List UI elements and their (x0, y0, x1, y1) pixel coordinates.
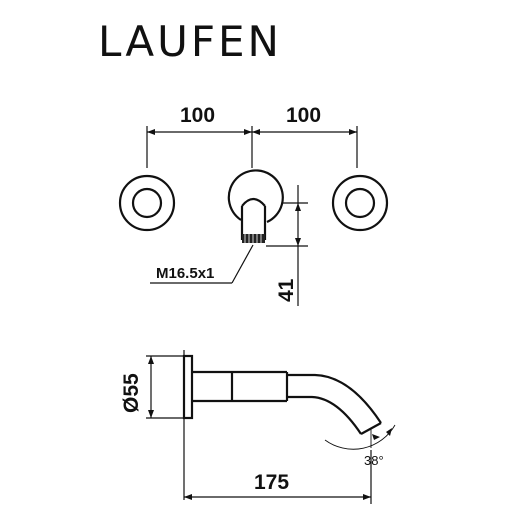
aerator (242, 234, 265, 243)
spacing-right-label: 100 (286, 104, 321, 127)
left-rosette (118, 174, 176, 232)
top-view: 100 100 (118, 104, 389, 306)
rosette-plate (182, 354, 194, 420)
thread-label: M16.5x1 (156, 265, 214, 282)
rosette-diameter-label: Ø55 (120, 373, 143, 413)
side-view: Ø55 38° 175 (120, 350, 396, 504)
spacing-left-label: 100 (180, 104, 215, 127)
angle-indicator: 38° (324, 424, 396, 468)
spout-rosette (227, 169, 284, 243)
right-rosette (331, 174, 389, 232)
outlet-drop-label: 41 (275, 278, 298, 302)
brand-logo: LAUFEN (98, 17, 282, 66)
angle-label: 38° (364, 453, 384, 468)
spout-profile (192, 370, 382, 435)
projection-label: 175 (254, 471, 289, 494)
